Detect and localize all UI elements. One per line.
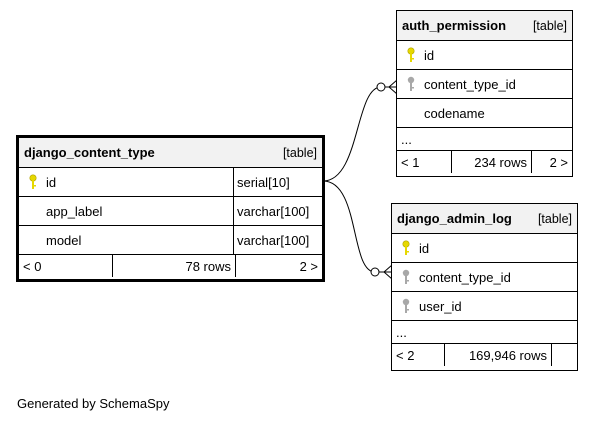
table-footer: < 0 78 rows 2 > — [19, 254, 322, 277]
children-count-link[interactable]: 2 > — [531, 151, 572, 173]
more-columns-ellipsis: ... — [392, 320, 577, 343]
column-row-user-id[interactable]: user_id — [392, 291, 577, 320]
column-type: serial[10] — [233, 168, 322, 196]
column-name: model — [46, 232, 82, 248]
edge-crowfoot — [388, 79, 398, 95]
edge-zero-marker — [370, 267, 380, 277]
column-name-cell: content_type_id — [397, 70, 572, 98]
table-header: django_content_type [table] — [19, 138, 322, 167]
generated-by-credit: Generated by SchemaSpy — [17, 396, 170, 411]
column-row-content-type-id[interactable]: content_type_id — [397, 69, 572, 98]
parents-count-link[interactable]: < 1 — [401, 154, 420, 170]
key-icon — [402, 47, 420, 63]
row-count: 234 rows — [451, 151, 531, 173]
column-name: content_type_id — [419, 269, 511, 285]
table-auth-permission[interactable]: auth_permission [table] id content_type_… — [396, 10, 573, 177]
column-name-cell: model — [19, 226, 233, 254]
column-row-content-type-id[interactable]: content_type_id — [392, 262, 577, 291]
edge-crowfoot — [383, 264, 393, 280]
column-row-id[interactable]: id — [392, 233, 577, 262]
table-header: auth_permission [table] — [397, 11, 572, 40]
foreign-key-icon — [397, 298, 415, 314]
edge-zero-marker — [376, 82, 386, 92]
children-count-link[interactable]: 2 > — [235, 255, 322, 277]
column-row-codename[interactable]: codename — [397, 98, 572, 127]
foreign-key-icon — [402, 76, 420, 92]
column-name-cell: content_type_id — [392, 263, 577, 291]
column-name: app_label — [46, 203, 103, 219]
column-type: varchar[100] — [233, 197, 322, 225]
parents-count-link[interactable]: < 2 — [396, 347, 415, 363]
table-name: django_admin_log — [397, 211, 512, 226]
column-name: content_type_id — [424, 76, 516, 92]
edge-content-type-to-auth-permission — [322, 86, 397, 182]
key-icon — [24, 174, 42, 190]
table-name: auth_permission — [402, 18, 507, 33]
column-row-app-label[interactable]: app_label varchar[100] — [19, 196, 322, 225]
column-name: codename — [424, 105, 485, 121]
column-name-cell: codename — [397, 99, 572, 127]
column-name-cell: id — [392, 234, 577, 262]
column-name-cell: app_label — [19, 197, 233, 225]
row-count: 78 rows — [112, 255, 235, 277]
table-kind: [table] — [537, 211, 572, 226]
table-footer: < 1 234 rows 2 > — [397, 150, 572, 173]
key-icon — [397, 240, 415, 256]
column-row-model[interactable]: model varchar[100] — [19, 225, 322, 254]
column-name-cell: id — [19, 168, 233, 196]
column-row-id[interactable]: id serial[10] — [19, 167, 322, 196]
column-name-cell: user_id — [392, 292, 577, 320]
column-type: varchar[100] — [233, 226, 322, 254]
column-name: id — [419, 240, 430, 256]
table-kind: [table] — [532, 18, 567, 33]
foreign-key-icon — [397, 269, 415, 285]
more-columns-ellipsis: ... — [397, 127, 572, 150]
edge-content-type-to-admin-log — [322, 180, 392, 273]
table-footer: < 2 169,946 rows — [392, 343, 577, 366]
column-name: id — [424, 47, 435, 63]
table-header: django_admin_log [table] — [392, 204, 577, 233]
table-django-content-type[interactable]: django_content_type [table] id serial[10… — [16, 135, 325, 282]
column-name-cell: id — [397, 41, 572, 69]
column-name: user_id — [419, 298, 462, 314]
table-name: django_content_type — [24, 145, 155, 160]
table-kind: [table] — [282, 145, 317, 160]
parents-count-link[interactable]: < 0 — [23, 258, 42, 274]
children-count-link[interactable] — [551, 344, 577, 366]
table-django-admin-log[interactable]: django_admin_log [table] id content_type… — [391, 203, 578, 371]
column-name: id — [46, 174, 57, 190]
column-row-id[interactable]: id — [397, 40, 572, 69]
row-count: 169,946 rows — [444, 344, 551, 366]
